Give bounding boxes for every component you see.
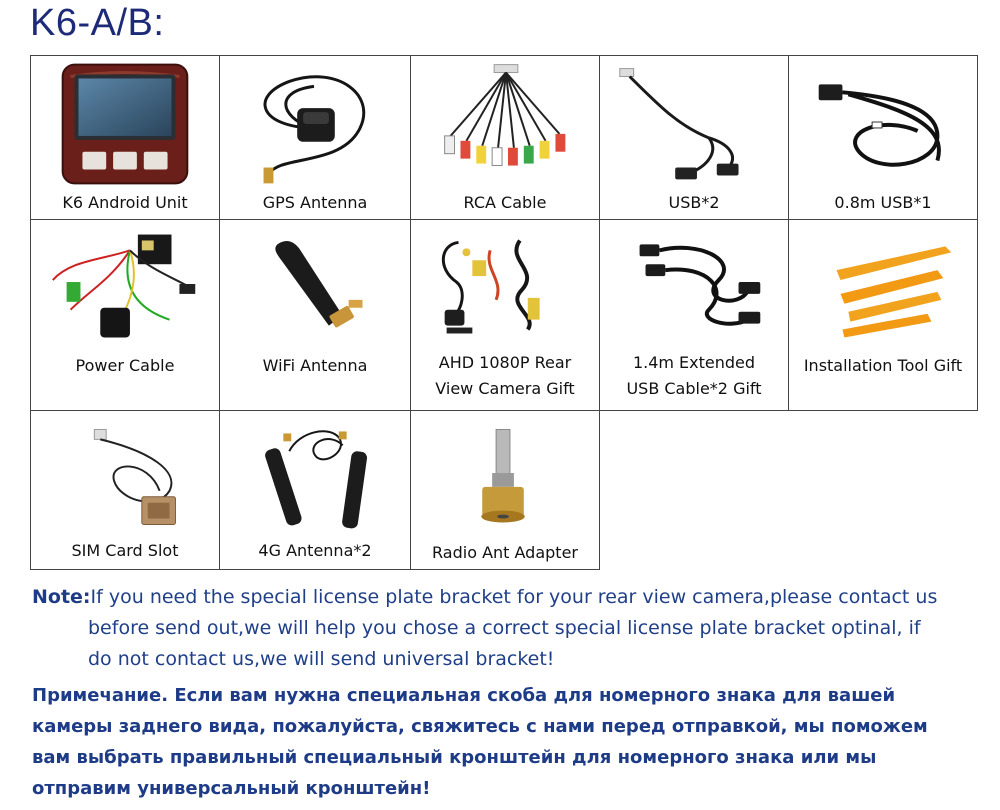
item-label: Radio Ant Adapter [432,543,578,562]
item-label: GPS Antenna [262,193,368,212]
item-label: K6 Android Unit [62,193,188,212]
item-wifi-antenna: WiFi Antenna [219,219,411,411]
gps-antenna-image [220,56,410,191]
item-installation-tool: Installation Tool Gift [788,219,978,411]
radio-adapter-image [411,411,599,536]
item-label: Installation Tool Gift [803,356,963,375]
note-ru-line-3: вам выбрать правильный специальный кронш… [32,747,877,768]
page-title: K6-A/B: [30,2,165,44]
item-label: WiFi Antenna [262,356,368,375]
item-rca-cable: RCA Cable [410,55,600,220]
note-english: Note:If you need the special license pla… [32,582,982,675]
usb-0-8m-image [789,56,977,191]
item-label: Power Cable [75,356,175,375]
note-line-1: If you need the special license plate br… [90,586,938,608]
note-ru-line-2: камеры заднего вида, пожалуйста, свяжите… [32,716,928,737]
item-label: AHD 1080P Rear [438,353,572,372]
note-line-3: do not contact us,we will send universal… [88,648,555,670]
note-ru-line-4: отправим универсальный кронштейн! [32,778,431,799]
item-usb-2: USB*2 [599,55,789,220]
item-gps-antenna: GPS Antenna [219,55,411,220]
item-k6-android-unit: K6 Android Unit [30,55,220,220]
item-label: USB*2 [668,193,720,212]
item-sim-card-slot: SIM Card Slot [30,410,220,570]
package-contents-grid: K6 Android Unit GPS Antenna [30,55,978,570]
item-label: 4G Antenna*2 [258,541,372,560]
item-4g-antenna: 4G Antenna*2 [219,410,411,570]
head-unit-image [31,56,219,191]
extended-usb-image [600,220,788,350]
rca-cable-image [411,56,599,191]
note-line-2: before send out,we will help you chose a… [88,617,921,639]
4g-antenna-image [220,411,410,536]
item-extended-usb: 1.4m Extended USB Cable*2 Gift [599,219,789,411]
item-label: 1.4m Extended [632,353,756,372]
item-usb-0-8m: 0.8m USB*1 [788,55,978,220]
rear-camera-image [411,220,599,350]
pry-tool-image [789,220,977,350]
wifi-antenna-image [220,220,410,350]
note-ru-line-1: Примечание. Если вам нужна специальная с… [32,685,896,706]
item-label-line2: USB Cable*2 Gift [626,379,762,398]
item-ahd-camera: AHD 1080P Rear View Camera Gift [410,219,600,411]
item-label-line2: View Camera Gift [435,379,575,398]
item-label: RCA Cable [463,193,547,212]
item-label: SIM Card Slot [71,541,179,560]
item-label: 0.8m USB*1 [834,193,932,212]
power-cable-image [31,220,219,350]
item-radio-ant-adapter: Radio Ant Adapter [410,410,600,570]
usb-cable-image [600,56,788,191]
sim-slot-image [31,411,219,536]
item-power-cable: Power Cable [30,219,220,411]
note-russian: Примечание. Если вам нужна специальная с… [32,680,982,804]
note-lead: Note: [32,586,91,608]
